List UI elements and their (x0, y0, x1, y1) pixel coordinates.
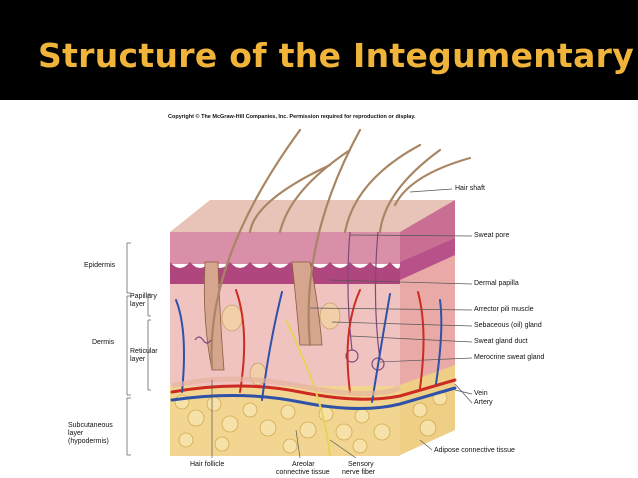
label-reticular-layer-line1: Reticular (130, 348, 158, 355)
hair-shafts (210, 128, 472, 370)
label-subcutaneous-line1: Subcutaneous (68, 422, 113, 429)
label-hair-shaft: Hair shaft (455, 185, 485, 192)
skin-surface (170, 200, 455, 232)
label-dermal-papilla: Dermal papilla (474, 280, 519, 287)
label-dermis: Dermis (92, 339, 115, 346)
title-bar: Structure of the Integumentary (0, 0, 638, 100)
sensory-nerve-fiber (285, 319, 331, 457)
label-hair-follicle: Hair follicle (190, 461, 225, 468)
label-sensory-line1: Sensory (348, 461, 374, 468)
label-subcutaneous-line3: (hypodermis) (68, 438, 109, 445)
layer-brackets (126, 242, 151, 456)
label-areolar-line1: Areolar (292, 461, 315, 468)
label-subcutaneous-line2: layer (68, 430, 84, 437)
areolar-connective-tissue (171, 376, 401, 397)
copyright-notice: Copyright © The McGraw-Hill Companies, I… (168, 114, 416, 120)
label-papillary-layer-line2: layer (130, 301, 146, 308)
label-sensory-line2: nerve fiber (342, 469, 376, 476)
leader-lines (211, 188, 473, 459)
label-sweat-gland-duct: Sweat gland duct (474, 338, 528, 345)
label-areolar-line2: connective tissue (276, 469, 330, 476)
epidermis-layer (170, 232, 400, 264)
label-merocrine-sweat-gland: Merocrine sweat gland (474, 354, 545, 361)
slide-title: Structure of the Integumentary (38, 36, 635, 75)
label-papillary-layer-line1: Papillary (130, 293, 157, 300)
label-epidermis: Epidermis (84, 262, 116, 269)
label-adipose-connective-tissue: Adipose connective tissue (434, 447, 515, 454)
blood-vessels (170, 289, 457, 411)
label-sweat-pore: Sweat pore (474, 232, 510, 239)
skin-block-side-face (400, 200, 455, 455)
label-sebaceous-gland: Sebaceous (oil) gland (474, 322, 542, 329)
dermal-papillae (170, 262, 400, 290)
label-arrector-pili-muscle: Arrector pili muscle (474, 306, 534, 313)
label-reticular-layer-line2: layer (130, 356, 146, 363)
label-artery: Artery (474, 399, 493, 406)
label-vein: Vein (474, 390, 488, 397)
